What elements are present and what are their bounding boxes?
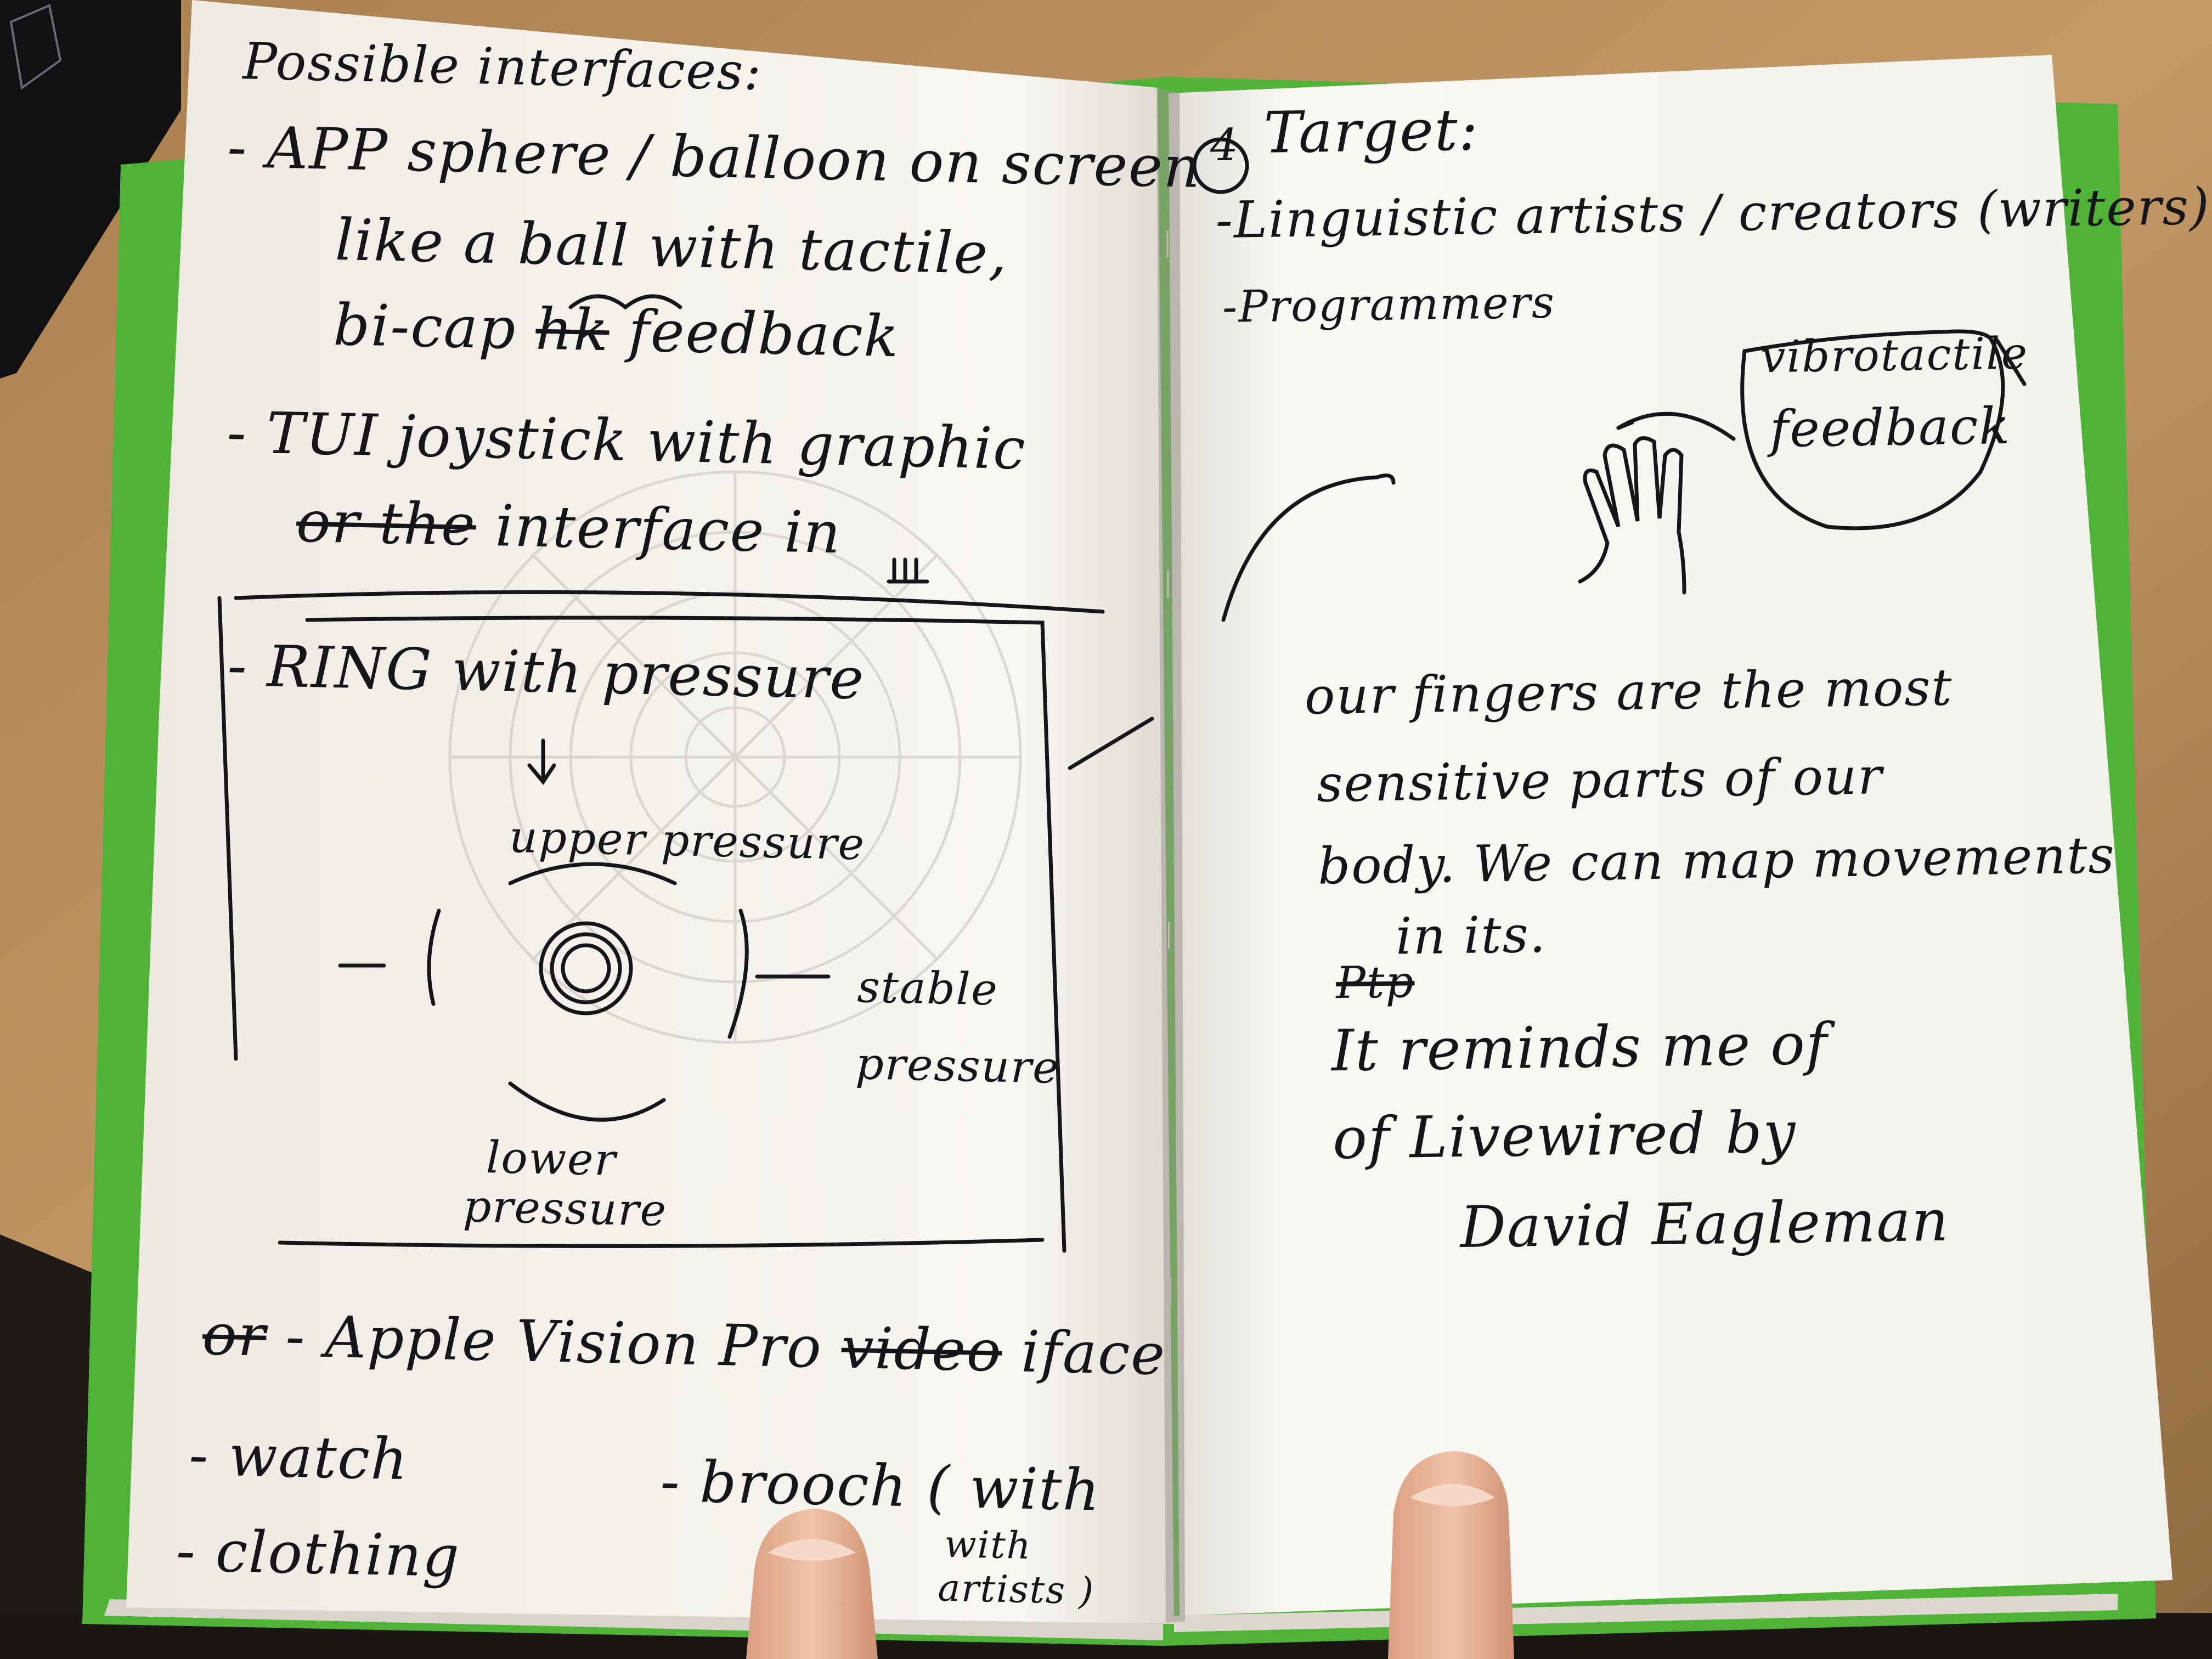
right-sketches (1068, 137, 2027, 770)
item-brooch-3: artists ) (937, 1566, 1095, 1613)
feedback-bubble (1740, 329, 2005, 531)
item-app-line3-b: feedback (628, 297, 900, 370)
lower-pressure-arc (508, 1081, 666, 1122)
para-line-7: David Eagleman (1459, 1187, 1950, 1261)
bubble-line-1: vibrotactile (1760, 328, 2029, 383)
para-line-1: our fingers are the most (1304, 658, 1954, 726)
stable-pressure-label-2: pressure (855, 1038, 1060, 1093)
para-line-3: body. We can map movements (1317, 826, 2116, 896)
left-page (126, 0, 1174, 1624)
item-app-line3-a: bi-cap (332, 291, 517, 362)
stable-pressure-label-1: stable (856, 961, 999, 1015)
para-line-5: It reminds me of (1331, 1010, 1829, 1085)
item-apple-end: iface (1020, 1318, 1167, 1389)
item-tui-line2: or the interface in (295, 488, 842, 567)
left-heading: Possible interfaces: (242, 32, 763, 102)
right-page (1169, 55, 2172, 1616)
target-number: 4 (1210, 119, 1240, 171)
item-apple-text: - Apple Vision Pro (285, 1302, 823, 1381)
lower-pressure-label-2: pressure (462, 1181, 668, 1236)
item-app-line3: bi-cap hk feedback (332, 291, 900, 370)
target-heading: Target: (1263, 96, 1480, 166)
ring-heading: - RING with pressure (227, 631, 866, 713)
item-clothing: - clothing (175, 1517, 461, 1590)
item-app-line2: like a ball with tactile, (334, 206, 1009, 287)
para-line-6: of Livewired by (1332, 1098, 1797, 1172)
target-item-2: -Programmers (1222, 276, 1556, 332)
binding-stitches (1166, 230, 1171, 1306)
item-brooch-2: with (944, 1522, 1032, 1568)
para-strike: Ptp (1335, 956, 1415, 1009)
ring-outer (539, 921, 633, 1015)
dark-device-corner (0, 0, 181, 379)
item-tui-line2-text: interface in (494, 492, 842, 567)
upper-pressure-arc (508, 862, 677, 885)
para-line-4: in its. (1395, 905, 1547, 966)
item-apple-strike-a: or (201, 1301, 267, 1369)
item-tui-line2-strike: or the (295, 488, 477, 559)
item-brooch: - brooch ( with (659, 1447, 1102, 1524)
hand-sketch (1578, 436, 1686, 595)
para-line-2: sensitive parts of our (1316, 747, 1883, 814)
item-apple-strike-b: video (840, 1314, 1003, 1385)
right-thumb (1388, 1451, 1514, 1659)
left-thumb (746, 1509, 878, 1659)
bubble-line-2: feedback (1769, 396, 2011, 459)
left-sketches (217, 294, 1105, 1253)
item-watch: - watch (188, 1421, 409, 1493)
item-app-line3-strike: hk (535, 295, 610, 364)
lower-pressure-label-1: lower (486, 1132, 617, 1186)
circled-number (1192, 137, 1249, 194)
upper-pressure-label: upper pressure (509, 811, 866, 870)
thumbs (746, 1451, 1514, 1659)
book-gutter (1156, 88, 1185, 1623)
